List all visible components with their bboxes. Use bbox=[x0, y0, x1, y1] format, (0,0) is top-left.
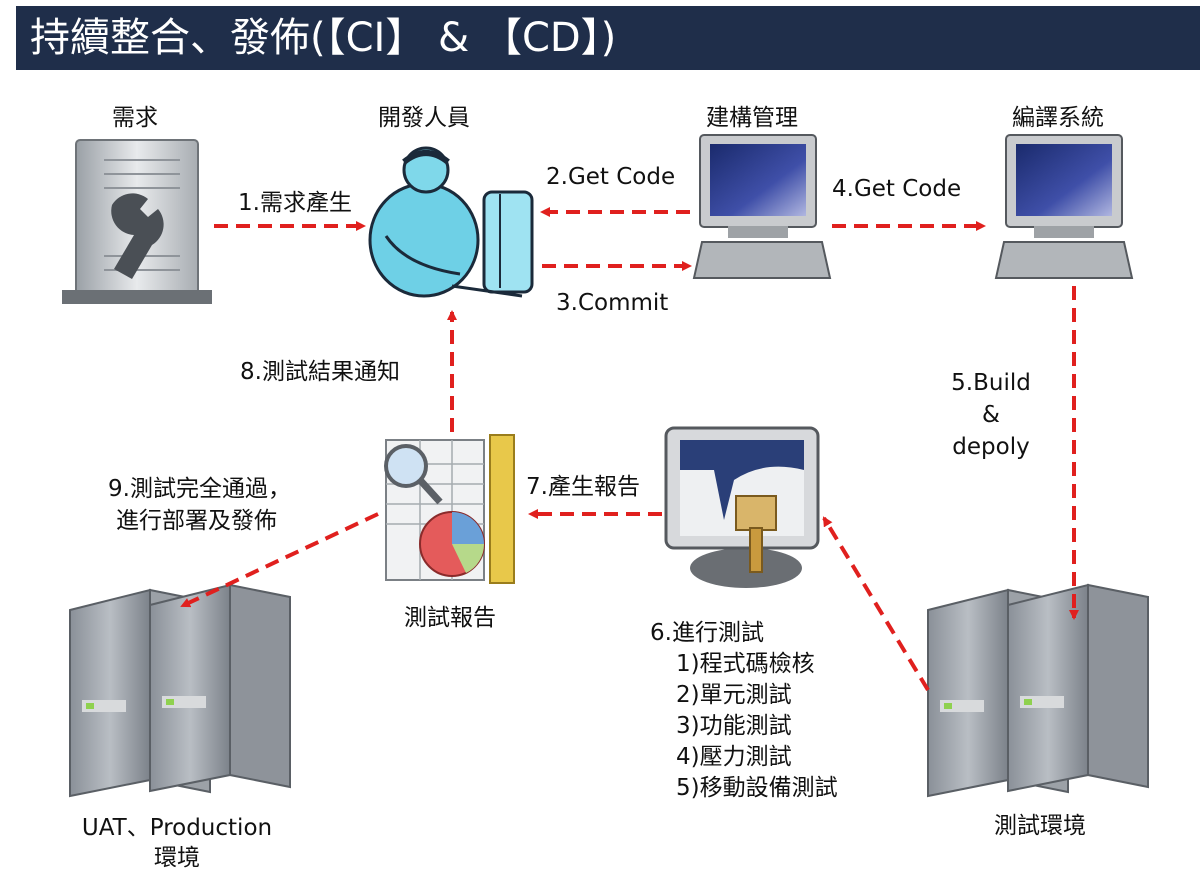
step6-title: 6.進行測試 bbox=[650, 620, 764, 646]
step6-item: 1)程式碼檢核 bbox=[676, 651, 815, 677]
step6-item: 4)壓力測試 bbox=[676, 744, 792, 770]
test-environment-servers-icon bbox=[927, 583, 1149, 798]
step9-label-line2: 進行部署及發佈 bbox=[116, 508, 277, 534]
arrow-step9 bbox=[180, 512, 379, 608]
page-title: 持續整合、發佈(【CI】 & 【CD】) bbox=[30, 15, 617, 61]
requirement-icon bbox=[62, 139, 212, 304]
step6-item: 5)移動設備測試 bbox=[676, 775, 838, 801]
compile-system-computer-icon bbox=[994, 134, 1134, 279]
arrow-step6 bbox=[822, 516, 930, 692]
step3-label: 3.Commit bbox=[556, 290, 669, 316]
developer-icon bbox=[368, 146, 534, 298]
production-servers-icon bbox=[69, 583, 291, 798]
step8-label: 8.測試結果通知 bbox=[240, 359, 400, 385]
step5-label-line2: & bbox=[982, 402, 1000, 428]
test-report-label: 測試報告 bbox=[404, 605, 496, 631]
step9-label-line1: 9.測試完全通過， bbox=[108, 476, 291, 502]
step5-label-line1: 5.Build bbox=[951, 370, 1031, 396]
testing-monitor-icon bbox=[664, 426, 820, 588]
developer-label: 開發人員 bbox=[378, 105, 470, 131]
compile-system-label: 編譯系統 bbox=[1012, 105, 1104, 131]
step6-item: 2)單元測試 bbox=[676, 682, 792, 708]
production-env-label-line2: 環境 bbox=[154, 845, 200, 871]
step2-label: 2.Get Code bbox=[546, 164, 676, 190]
production-env-label-line1: UAT、Production bbox=[81, 815, 273, 841]
step6-item: 3)功能測試 bbox=[676, 713, 792, 739]
step5-label-line3: depoly bbox=[952, 434, 1030, 460]
title-bar: 持續整合、發佈(【CI】 & 【CD】) bbox=[16, 6, 1200, 70]
requirement-label: 需求 bbox=[112, 105, 158, 131]
test-report-icon bbox=[384, 434, 515, 584]
test-environment-label: 測試環境 bbox=[994, 813, 1086, 839]
step4-label: 4.Get Code bbox=[832, 176, 962, 202]
build-management-computer-icon bbox=[692, 134, 832, 279]
step1-label: 1.需求產生 bbox=[238, 190, 352, 216]
step7-label: 7.產生報告 bbox=[526, 474, 640, 500]
build-management-label: 建構管理 bbox=[706, 105, 798, 131]
